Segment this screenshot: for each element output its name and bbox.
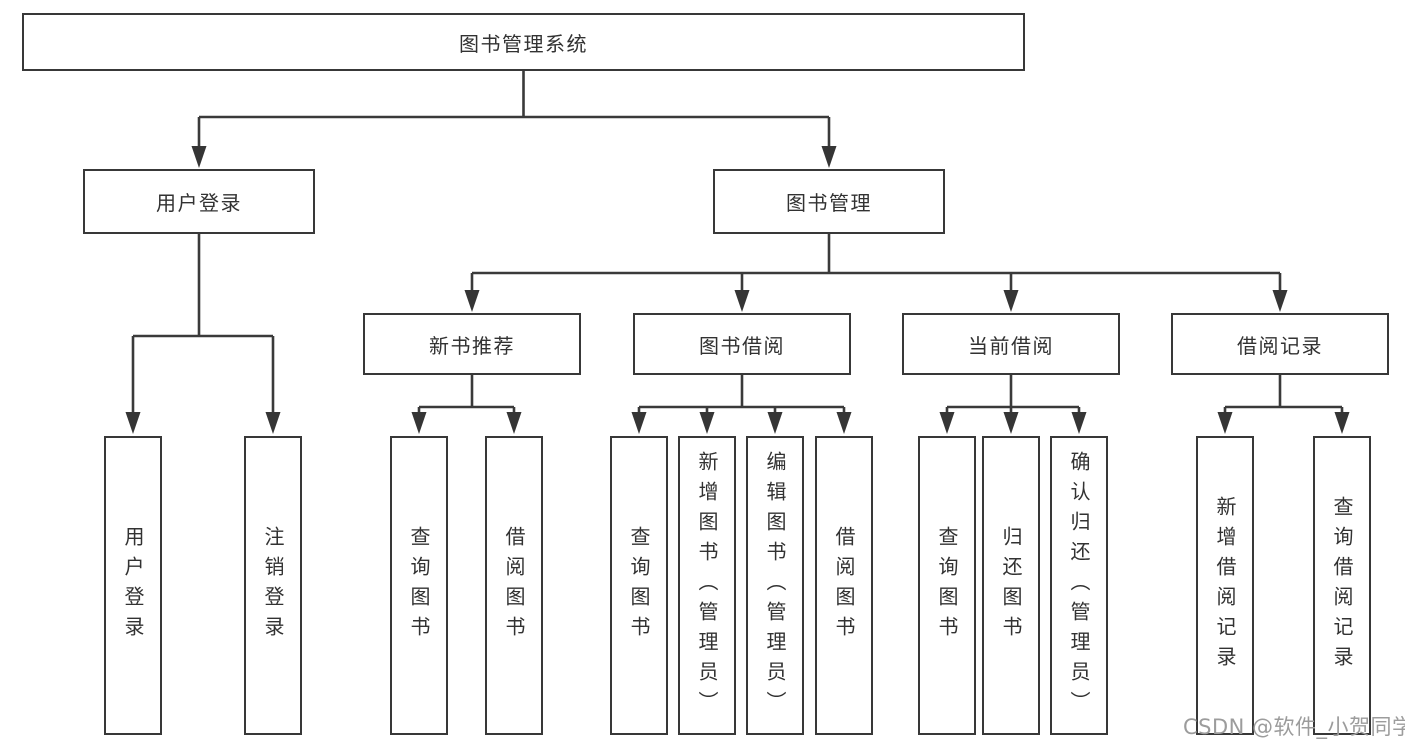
leaf-borrow-edit-book-admin-label: 编辑图书（管理员） xyxy=(763,450,787,721)
node-book-management-label: 图书管理 xyxy=(786,191,872,215)
leaf-borrow-edit-book-admin: 编辑图书（管理员） xyxy=(746,436,804,735)
connector-current-borrow-children xyxy=(939,375,1087,434)
node-user-login-label: 用户登录 xyxy=(156,191,242,215)
connector-book-management-children xyxy=(464,233,1288,312)
leaf-recommend-borrow-book: 借阅图书 xyxy=(485,436,543,735)
node-borrow-record: 借阅记录 xyxy=(1171,313,1389,375)
leaf-current-query-book: 查询图书 xyxy=(918,436,976,735)
connector-user-login-children xyxy=(125,233,281,434)
csdn-watermark: CSDN @软件_小贺同学 xyxy=(1183,715,1405,739)
leaf-user-login: 用户登录 xyxy=(104,436,162,735)
leaf-record-add-record: 新增借阅记录 xyxy=(1196,436,1254,735)
node-current-borrow: 当前借阅 xyxy=(902,313,1120,375)
leaf-borrow-borrow-book-label: 借阅图书 xyxy=(832,525,856,646)
leaf-record-add-record-label: 新增借阅记录 xyxy=(1213,495,1237,676)
node-book-management: 图书管理 xyxy=(713,169,945,234)
leaf-record-query-record: 查询借阅记录 xyxy=(1313,436,1371,735)
leaf-recommend-borrow-book-label: 借阅图书 xyxy=(502,525,526,646)
leaf-borrow-query-book-label: 查询图书 xyxy=(627,525,651,646)
connector-root-to-level2 xyxy=(191,70,837,168)
leaf-current-confirm-return-admin-label: 确认归还（管理员） xyxy=(1067,450,1091,721)
node-book-borrow-label: 图书借阅 xyxy=(699,333,785,358)
leaf-borrow-add-book-admin-label: 新增图书（管理员） xyxy=(695,450,719,721)
leaf-record-query-record-label: 查询借阅记录 xyxy=(1330,495,1354,676)
leaf-borrow-borrow-book: 借阅图书 xyxy=(815,436,873,735)
connector-book-borrow-children xyxy=(631,375,852,434)
leaf-logout-login: 注销登录 xyxy=(244,436,302,735)
leaf-borrow-query-book: 查询图书 xyxy=(610,436,668,735)
leaf-recommend-query-book: 查询图书 xyxy=(390,436,448,735)
leaf-current-return-book-label: 归还图书 xyxy=(999,525,1023,646)
leaf-user-login-label: 用户登录 xyxy=(121,525,145,646)
leaf-logout-login-label: 注销登录 xyxy=(261,525,285,646)
node-root-label: 图书管理系统 xyxy=(459,31,588,56)
leaf-current-return-book: 归还图书 xyxy=(982,436,1040,735)
node-user-login: 用户登录 xyxy=(83,169,315,234)
leaf-borrow-add-book-admin: 新增图书（管理员） xyxy=(678,436,736,735)
connector-borrow-record-children xyxy=(1217,375,1350,434)
leaf-current-confirm-return-admin: 确认归还（管理员） xyxy=(1050,436,1108,735)
node-current-borrow-label: 当前借阅 xyxy=(968,333,1054,358)
node-borrow-record-label: 借阅记录 xyxy=(1237,333,1323,358)
node-root-system: 图书管理系统 xyxy=(22,13,1025,71)
node-book-borrow: 图书借阅 xyxy=(633,313,851,375)
leaf-current-query-book-label: 查询图书 xyxy=(935,525,959,646)
connector-new-book-children xyxy=(411,375,522,434)
node-new-book-recommend-label: 新书推荐 xyxy=(429,333,515,358)
node-new-book-recommend: 新书推荐 xyxy=(363,313,581,375)
leaf-recommend-query-book-label: 查询图书 xyxy=(407,525,431,646)
